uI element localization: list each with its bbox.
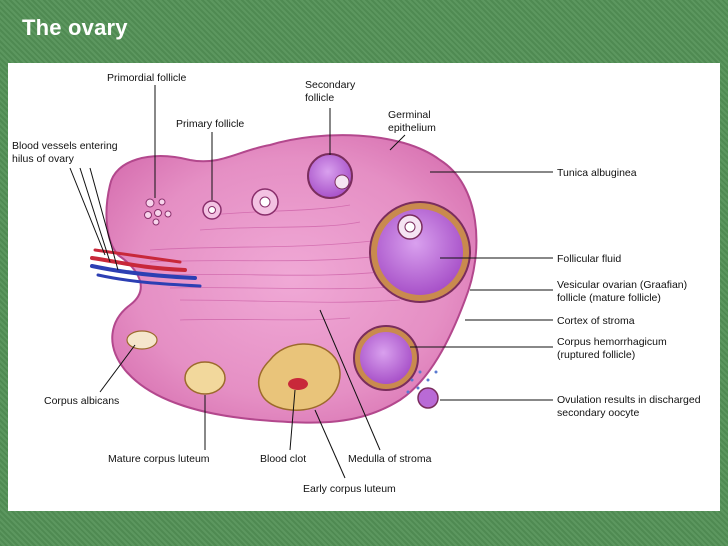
label-corpus-albicans: Corpus albicans xyxy=(44,395,119,407)
secondary-oocyte xyxy=(417,387,439,409)
mature-corpus-luteum xyxy=(184,361,226,395)
label-secondary-follicle-2: follicle xyxy=(305,92,334,104)
corpus-albicans xyxy=(126,330,158,350)
leader-lines xyxy=(69,85,553,479)
label-ovulation-1: Ovulation results in discharged xyxy=(557,394,701,406)
label-ovulation-2: secondary oocyte xyxy=(557,407,639,419)
label-corpus-hem-2: (ruptured follicle) xyxy=(557,349,635,361)
label-follicular-fluid: Follicular fluid xyxy=(557,253,621,265)
label-mature-corpus-luteum: Mature corpus luteum xyxy=(108,453,210,465)
label-secondary-follicle-1: Secondary xyxy=(305,79,356,91)
slide-title: The ovary xyxy=(22,15,128,40)
label-primordial-follicle: Primordial follicle xyxy=(107,72,187,84)
label-medulla: Medulla of stroma xyxy=(348,453,432,465)
label-blood-vessels-2: hilus of ovary xyxy=(12,153,75,165)
label-cortex: Cortex of stroma xyxy=(557,315,635,327)
label-corpus-hem-1: Corpus hemorrhagicum xyxy=(557,336,667,348)
label-germinal-2: epithelium xyxy=(388,122,436,134)
label-early-corpus-luteum: Early corpus luteum xyxy=(303,483,396,495)
label-blood-vessels-1: Blood vessels entering xyxy=(12,140,118,152)
label-blood-clot: Blood clot xyxy=(260,453,306,465)
label-tunica-albuginea: Tunica albuginea xyxy=(557,167,637,179)
stroma-streaks xyxy=(149,204,411,321)
label-germinal-1: Germinal xyxy=(388,109,431,121)
label-primary-follicle: Primary follicle xyxy=(176,118,244,130)
primordial-follicles xyxy=(144,198,172,226)
early-corpus-luteum xyxy=(258,343,341,411)
label-vesicular-2: follicle (mature follicle) xyxy=(557,292,661,304)
label-vesicular-1: Vesicular ovarian (Graafian) xyxy=(557,279,687,291)
